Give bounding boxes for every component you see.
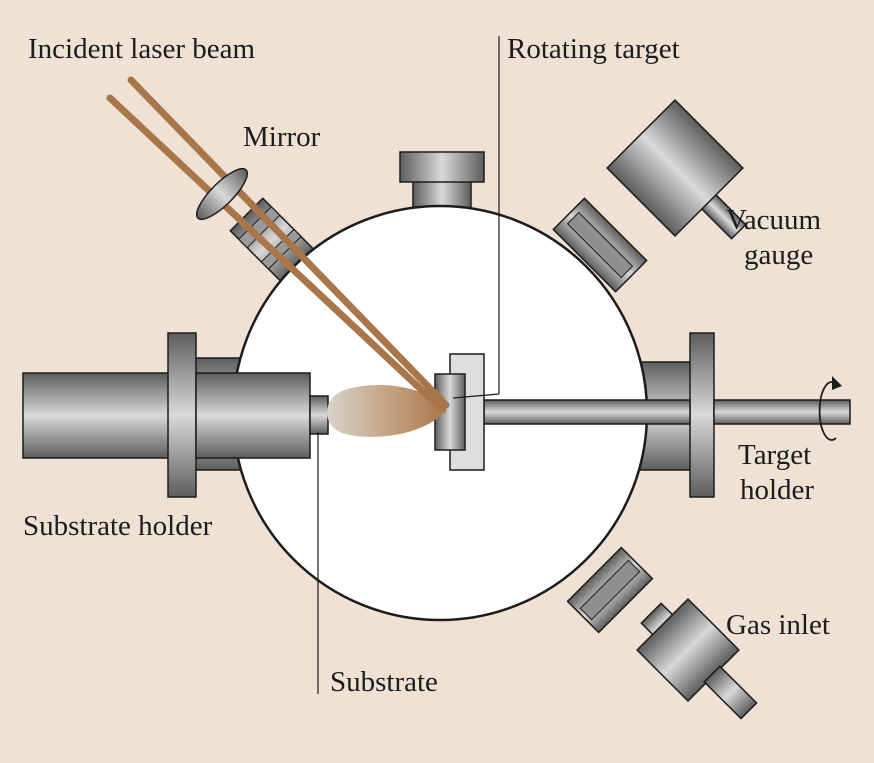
- label-vacuum: Vacuum: [726, 204, 822, 236]
- top-port: [399, 151, 485, 219]
- gas-inlet-valve: [636, 598, 758, 720]
- label-rotating-target: Rotating target: [507, 33, 680, 65]
- vacuum-gauge-port: [552, 197, 648, 293]
- rotation-arrow-icon: [818, 376, 842, 441]
- label-substrate: Substrate: [330, 666, 438, 698]
- label-holder: holder: [740, 474, 815, 506]
- rotating-target: [434, 353, 485, 471]
- mirror-port: [229, 197, 315, 283]
- gas-inlet-port: [566, 546, 654, 634]
- label-substrate-holder: Substrate holder: [23, 510, 213, 542]
- label-gas-inlet: Gas inlet: [726, 609, 830, 641]
- label-target: Target: [738, 439, 812, 471]
- laser-beam: [106, 76, 450, 414]
- target-holder: [483, 332, 851, 498]
- vacuum-gauge: [606, 99, 747, 240]
- label-incident-laser-beam: Incident laser beam: [28, 33, 256, 65]
- substrate-block: [309, 395, 329, 435]
- ablation-plume: [327, 385, 446, 437]
- mirror: [195, 167, 249, 221]
- label-mirror: Mirror: [243, 121, 321, 153]
- substrate-holder: [22, 332, 329, 498]
- label-gauge: gauge: [744, 239, 814, 271]
